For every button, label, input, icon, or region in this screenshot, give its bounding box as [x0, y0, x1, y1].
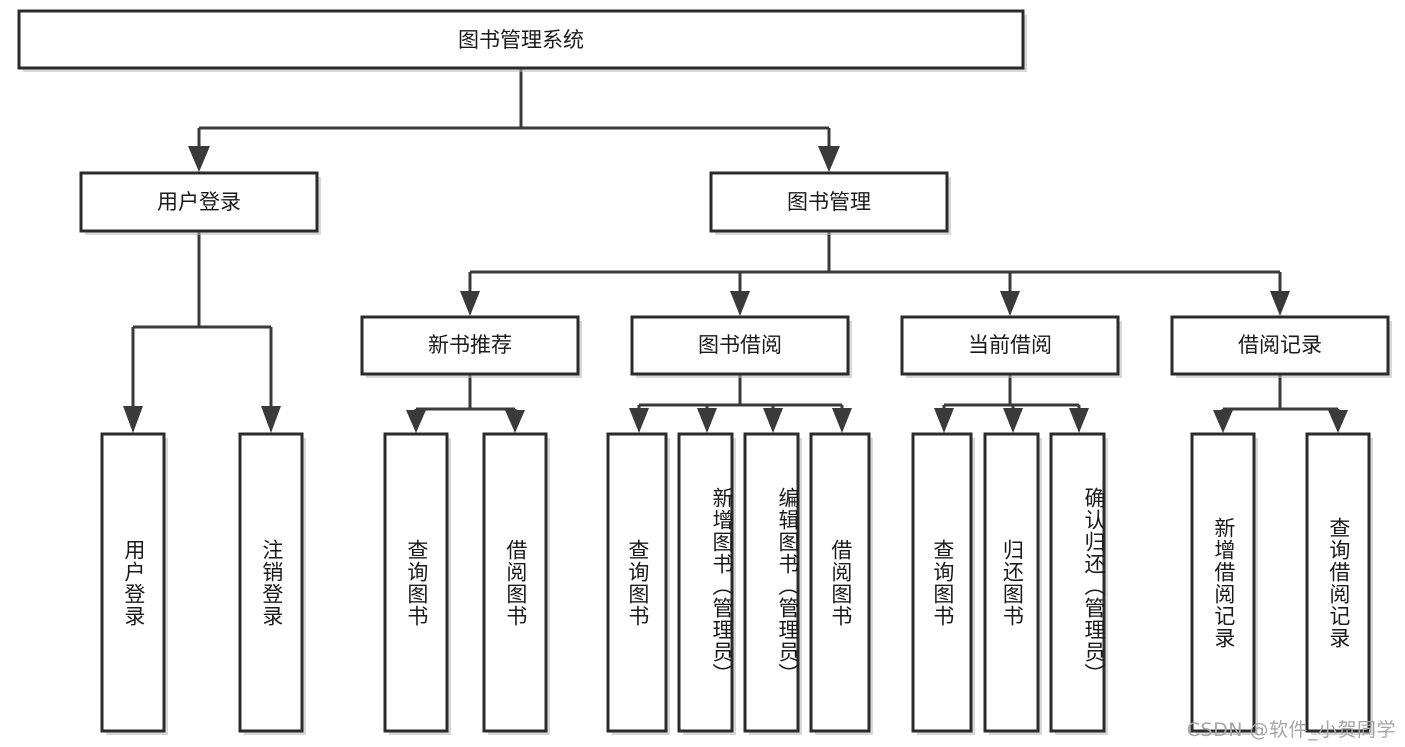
node-borrow-record-label: 借阅记录	[1238, 333, 1322, 357]
node-layer: 图书管理系统 用户登录 图书管理 新书推荐	[17, 9, 1392, 735]
node-user-login-label: 用户登录	[157, 190, 241, 214]
node-leaf-query-book-3[interactable]	[911, 432, 975, 735]
arrowhead-leaf-query-book-1	[406, 410, 426, 433]
node-new-book-recommend[interactable]: 新书推荐	[360, 315, 582, 378]
node-book-borrow[interactable]: 图书借阅	[630, 315, 852, 378]
node-leaf-add-record[interactable]	[1190, 432, 1258, 735]
arrowhead-leaf-add-book	[697, 408, 717, 433]
arrowhead-leaf-query-record	[1328, 410, 1348, 433]
node-leaf-user-logout[interactable]	[238, 432, 306, 735]
node-leaf-query-book-2[interactable]	[606, 432, 670, 735]
node-leaf-borrow-book-1[interactable]	[482, 432, 550, 735]
node-book-management-label: 图书管理	[787, 190, 871, 214]
arrowhead-leaf-edit-book	[763, 408, 783, 433]
node-new-book-recommend-label: 新书推荐	[428, 333, 512, 357]
arrowhead-user-login	[188, 146, 210, 172]
arrowhead-book-borrow	[730, 291, 750, 316]
arrowhead-leaf-return-book	[1003, 408, 1023, 433]
arrowhead-leaf-user-login	[123, 406, 143, 433]
node-leaf-query-record[interactable]	[1305, 432, 1373, 735]
arrowhead-leaf-user-logout	[261, 406, 281, 433]
csdn-watermark: CSDN @软件_小贺同学	[1186, 719, 1396, 741]
node-book-borrow-label: 图书借阅	[698, 333, 782, 357]
node-current-borrow-label: 当前借阅	[968, 333, 1052, 357]
arrowhead-new-book-recommend	[460, 291, 480, 316]
arrowhead-borrow-record	[1270, 291, 1290, 316]
node-root[interactable]: 图书管理系统	[17, 9, 1027, 72]
node-leaf-edit-book[interactable]	[743, 432, 802, 735]
node-leaf-user-login[interactable]	[100, 432, 168, 735]
node-borrow-record[interactable]: 借阅记录	[1170, 315, 1392, 378]
node-book-management[interactable]: 图书管理	[709, 171, 951, 235]
node-leaf-confirm-return[interactable]	[1049, 432, 1108, 735]
arrowhead-leaf-query-book-2	[629, 408, 649, 433]
node-leaf-return-book[interactable]	[983, 432, 1042, 735]
edge-layer	[123, 68, 1348, 433]
arrowhead-current-borrow	[1000, 291, 1020, 316]
node-current-borrow[interactable]: 当前借阅	[900, 315, 1122, 378]
node-root-label: 图书管理系统	[458, 28, 584, 52]
arrowhead-leaf-borrow-book-1	[505, 410, 525, 433]
node-leaf-add-book[interactable]	[677, 432, 736, 735]
arrowhead-leaf-borrow-book-2	[832, 408, 852, 433]
arrowhead-leaf-query-book-3	[934, 408, 954, 433]
node-user-login[interactable]: 用户登录	[79, 171, 321, 235]
arrowhead-book-management	[818, 146, 840, 172]
node-leaf-borrow-book-2[interactable]	[809, 432, 873, 735]
node-leaf-query-book-1[interactable]	[383, 432, 451, 735]
arrowhead-leaf-confirm-return	[1069, 408, 1089, 433]
arrowhead-leaf-add-record	[1213, 410, 1233, 433]
